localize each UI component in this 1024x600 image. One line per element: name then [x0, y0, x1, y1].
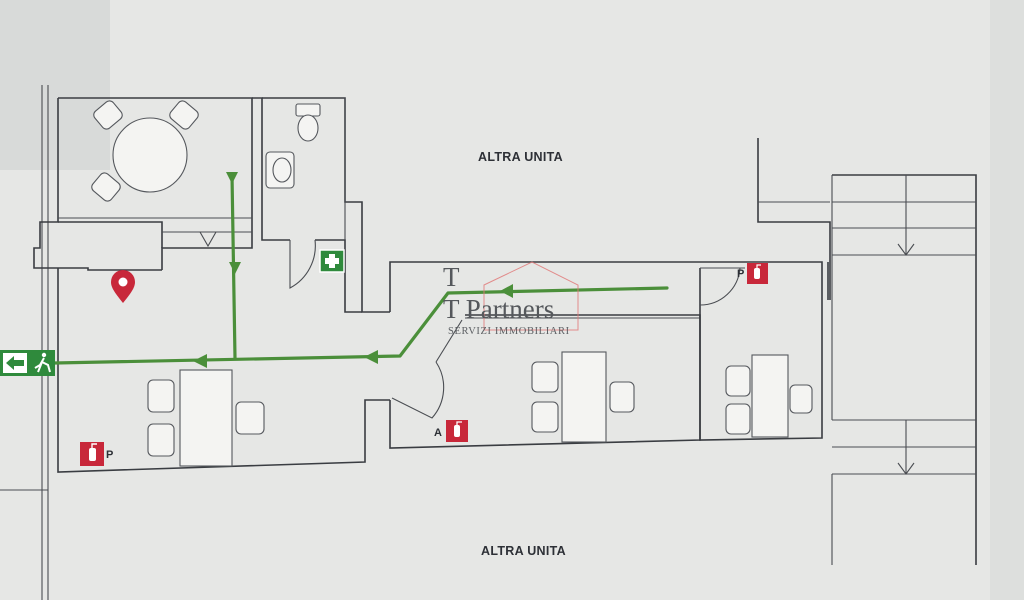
- bottom-unit-label: ALTRA UNITA: [481, 544, 566, 558]
- logo-name: T Partners: [443, 294, 554, 324]
- emergency-exit-icon: [0, 350, 55, 376]
- first-aid-icon: [319, 249, 345, 273]
- evacuation-route: [53, 172, 669, 368]
- t-partners-logo: T T Partners SERVIZI IMMOBILIARI: [443, 261, 579, 337]
- washbasin: [265, 151, 295, 189]
- location-pin-icon: [111, 270, 135, 303]
- extinguisher-left-marker: P: [106, 449, 113, 461]
- extinguisher-center-marker: A: [434, 427, 442, 439]
- office-middle-furniture: [531, 351, 635, 443]
- fire-extinguisher-icon: [446, 420, 468, 442]
- logo-tagline: SERVIZI IMMOBILIARI: [448, 326, 570, 337]
- office-left-furniture: [147, 369, 265, 467]
- extinguisher-right-marker: P: [737, 268, 744, 280]
- right-edge-shade: [990, 0, 1024, 600]
- fire-extinguisher-icon: [80, 442, 104, 466]
- fire-extinguisher-icon: [747, 263, 768, 284]
- office-right-furniture: [725, 354, 813, 438]
- walls: [0, 85, 977, 600]
- window-reflection: [0, 0, 110, 170]
- toilet: [295, 103, 321, 142]
- meeting-table: [91, 100, 199, 202]
- top-unit-label: ALTRA UNITA: [478, 150, 563, 164]
- logo-letter-top: T: [443, 262, 460, 292]
